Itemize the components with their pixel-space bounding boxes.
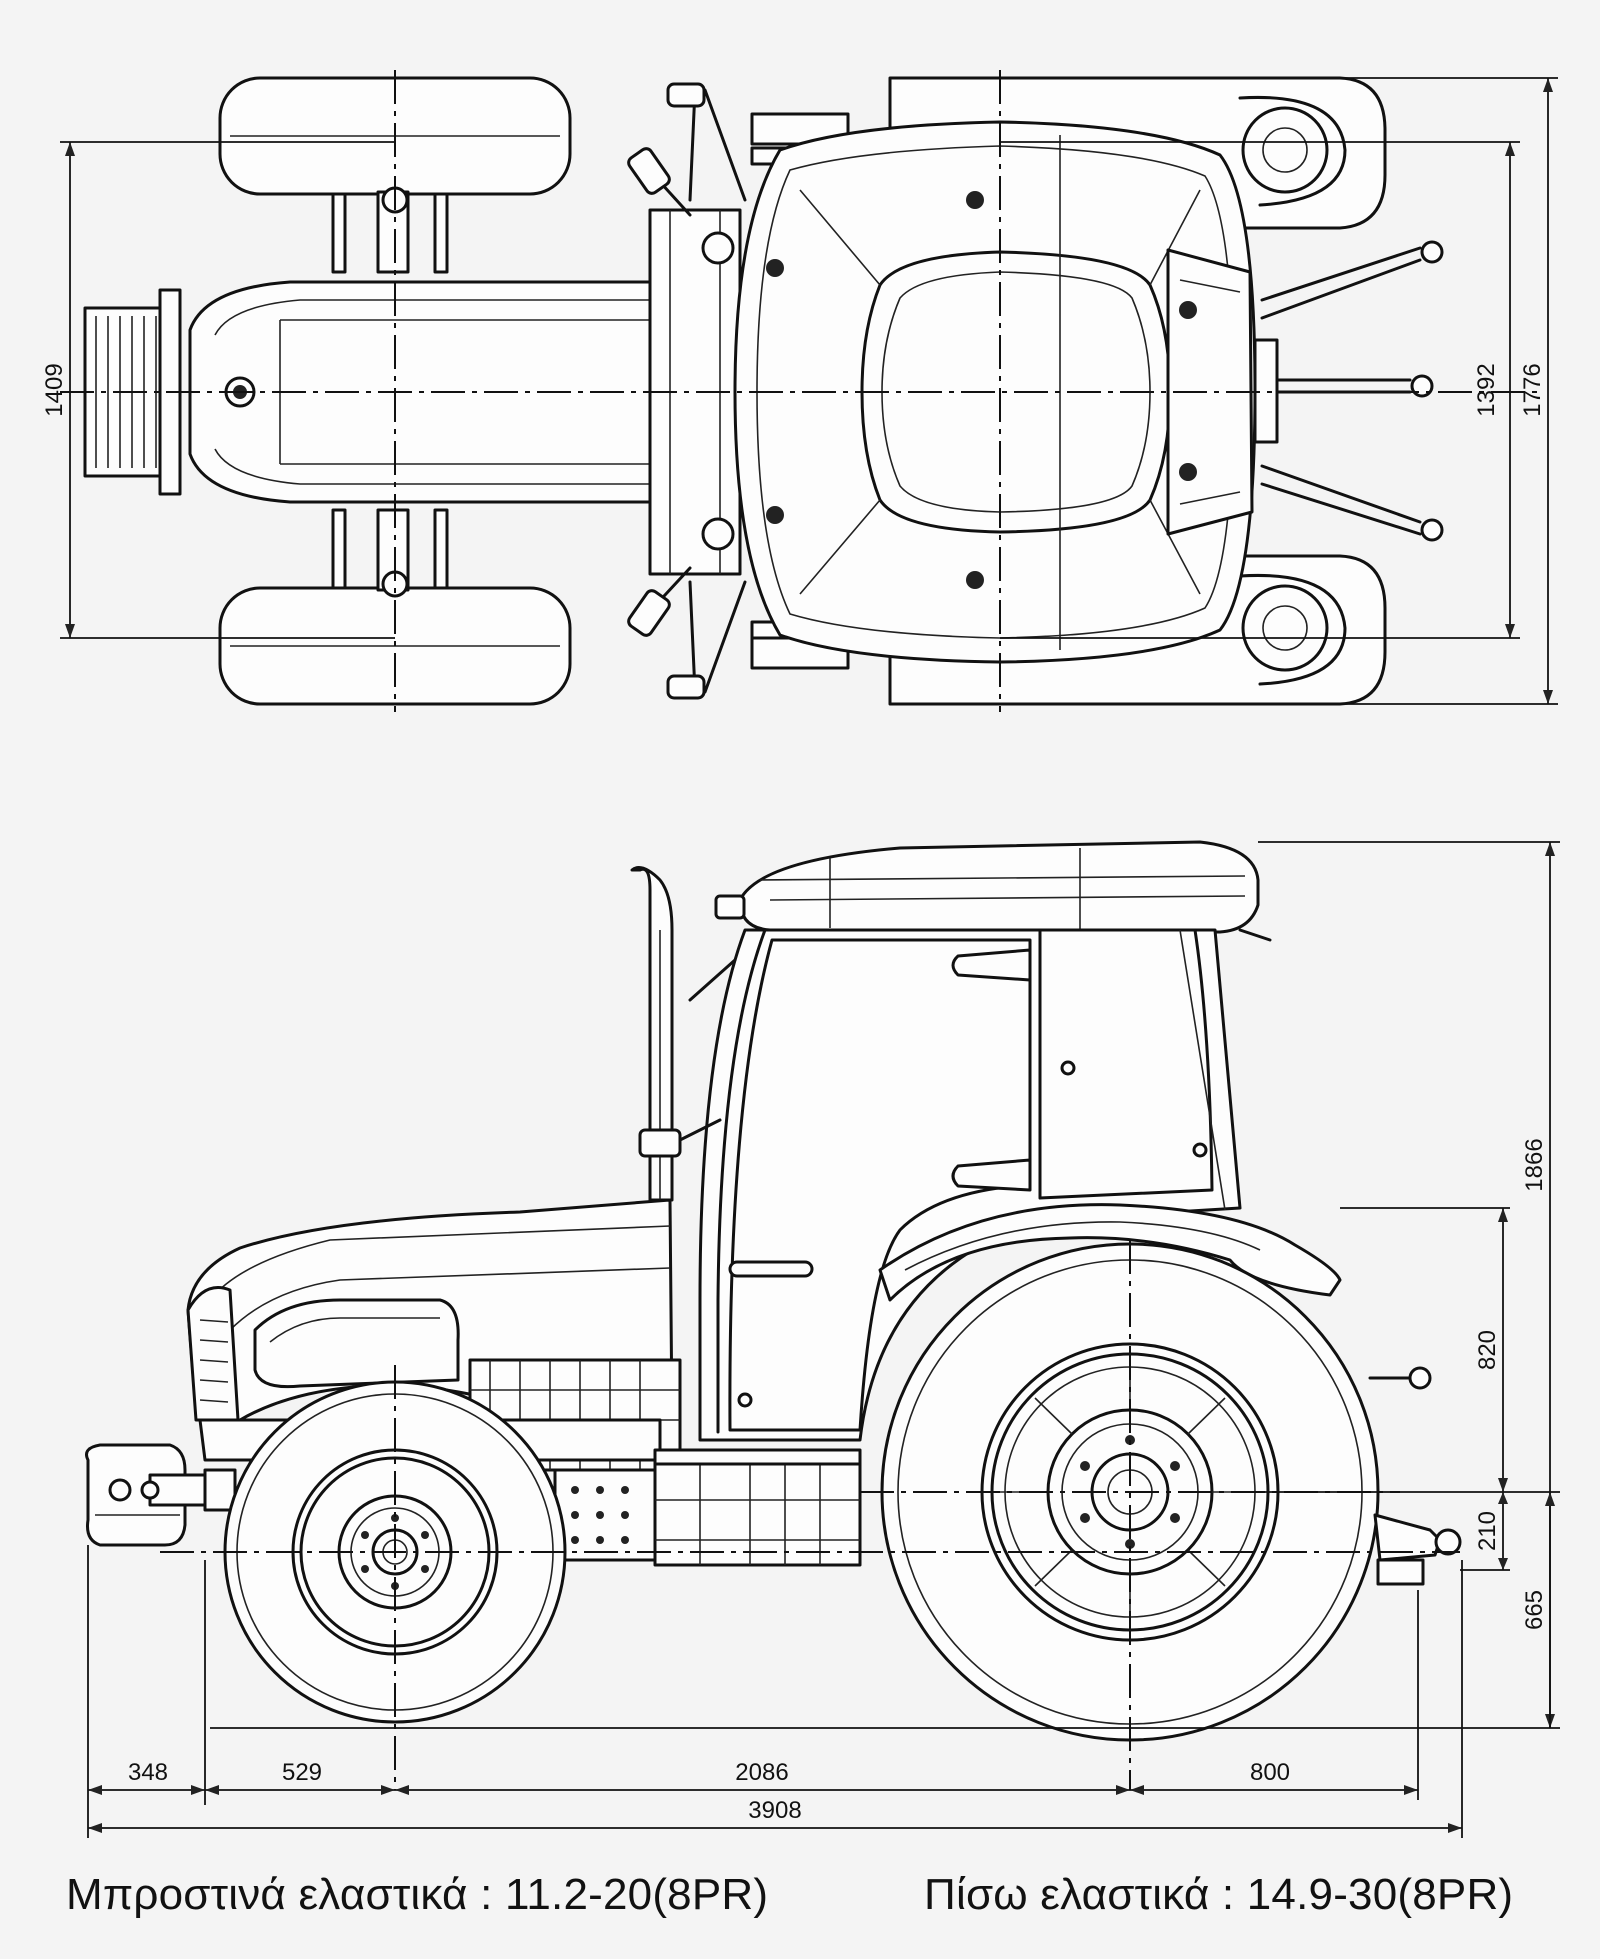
- dim-overall-length: 3908: [88, 1797, 1462, 1833]
- dim-front-overhang-label: 348: [128, 1759, 168, 1786]
- dim-rear-overhang-label: 800: [1250, 1759, 1290, 1786]
- side-extension-lines: [87, 841, 1560, 1838]
- dim-fender-height-label: 820: [1474, 1330, 1501, 1370]
- mirrors-top: [627, 82, 747, 700]
- dim-overall-width: 1776: [1340, 77, 1558, 705]
- dim-fender-height: 820: [1474, 1208, 1508, 1492]
- front-hitch-side: [85, 1443, 237, 1547]
- front-tires-spec: Μπροστινά ελαστικά : 11.2-20(8PR): [66, 1870, 769, 1919]
- dim-rear-track: 1392: [1000, 141, 1520, 639]
- dim-overall-length-label: 3908: [748, 1797, 801, 1824]
- top-view: 1409 1392 1776: [41, 70, 1558, 712]
- dim-front-track-label: 1409: [41, 363, 68, 416]
- dim-axle-height: 665: [1521, 1492, 1555, 1728]
- dim-overall-width-label: 1776: [1519, 363, 1546, 416]
- cab-frame-side: [638, 928, 1242, 1442]
- dim-front-track: 1409: [41, 141, 395, 639]
- top-view-centerlines: [60, 70, 1540, 712]
- dim-rear-track-label: 1392: [1473, 363, 1500, 416]
- dim-overall-height-label: 1866: [1521, 1138, 1548, 1191]
- dim-hitch-height: 210: [1474, 1492, 1508, 1570]
- rear-tires-spec: Πίσω ελαστικά : 14.9-30(8PR): [924, 1870, 1514, 1919]
- cab-roof-side: [714, 840, 1272, 942]
- dim-axle-height-label: 665: [1521, 1590, 1548, 1630]
- rear-fender-side: [878, 1203, 1342, 1302]
- dim-front-to-axle-label: 529: [282, 1759, 322, 1786]
- side-view: 1866 820 210 665: [85, 840, 1560, 1838]
- dim-hitch-height-label: 210: [1474, 1511, 1501, 1551]
- dim-wheelbase-label: 2086: [735, 1759, 788, 1786]
- dim-bottom-chain: 348 529 2086 800: [88, 1759, 1418, 1795]
- rear-hitch-side: [1368, 1366, 1462, 1586]
